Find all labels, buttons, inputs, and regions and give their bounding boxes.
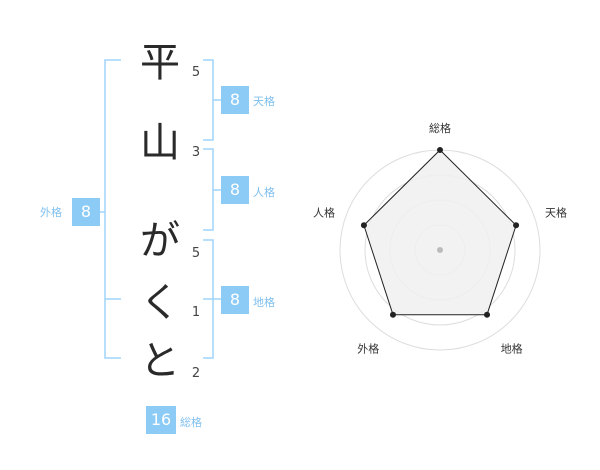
radar-point-4 (360, 222, 367, 229)
stroke-count-3: 5 (191, 246, 201, 261)
name-char-2: 山 (140, 120, 180, 166)
tenkaku-label: 天格 (253, 95, 275, 108)
jinkaku-badge: 8 (221, 176, 249, 204)
radar-axis-label-3: 外格 (357, 342, 379, 356)
name-char-1: 平 (140, 40, 180, 86)
stroke-count-1: 5 (191, 65, 201, 80)
radar-point-2 (484, 311, 491, 318)
tenkaku-badge: 8 (221, 86, 249, 114)
radar-polygon (363, 149, 517, 316)
soukaku-label: 総格 (180, 416, 202, 429)
radar-axis-label-0: 総格 (429, 121, 451, 135)
radar-point-3 (389, 311, 396, 318)
radar-axis-label-4: 人格 (313, 205, 335, 219)
chikaku-label: 地格 (253, 296, 275, 309)
radar-points (360, 147, 520, 318)
gaikaku-bracket (104, 59, 121, 359)
gaikaku-label: 外格 (40, 206, 62, 219)
radar-axis-label-1: 天格 (545, 205, 567, 219)
radar-axis-label-2: 地格 (501, 342, 523, 356)
name-char-3: が (140, 218, 180, 264)
gaikaku-badge: 8 (72, 198, 100, 226)
jinkaku-label: 人格 (253, 186, 275, 199)
stroke-count-5: 2 (191, 366, 201, 381)
radar-center-dot (437, 247, 443, 253)
chikaku-badge: 8 (221, 286, 249, 314)
radar-point-0 (437, 147, 443, 153)
stroke-count-2: 3 (191, 145, 201, 160)
radar-point-1 (513, 222, 520, 229)
name-char-4: く (140, 280, 180, 326)
name-char-5: と (140, 338, 180, 384)
soukaku-badge: 16 (146, 406, 176, 434)
stroke-count-4: 1 (191, 305, 201, 320)
